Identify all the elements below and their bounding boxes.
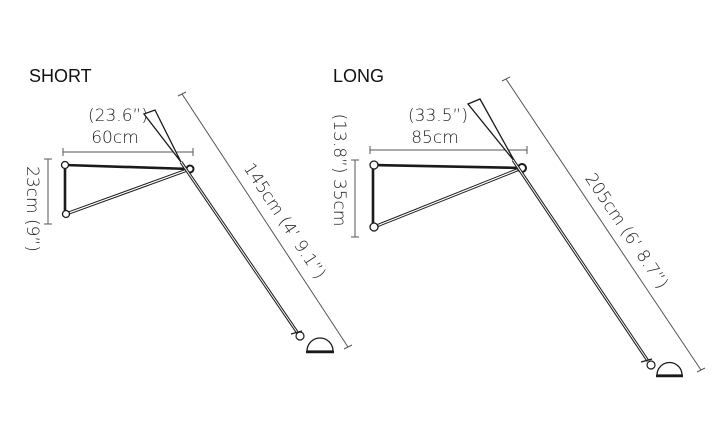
- long-arm-pole: [511, 159, 650, 362]
- long-width-dimension-line: [369, 146, 528, 154]
- long-lamp-head: [640, 358, 683, 378]
- long-variant: LONG (33.5”) 85cm (13.8”) 35cm: [329, 66, 706, 378]
- long-counterweight: [466, 98, 516, 163]
- short-lamp-head: [290, 330, 334, 354]
- long-length-label: 205cm (6’ 8.7”): [580, 170, 671, 293]
- long-width-inches: (33.5”): [408, 106, 468, 126]
- long-height-dimension-line: [351, 159, 359, 238]
- short-length-dimension-line: [177, 91, 353, 350]
- long-wall-bracket: [369, 160, 527, 232]
- short-title: SHORT: [29, 66, 92, 86]
- short-height-dimension-line: [44, 158, 52, 225]
- short-counterweight: [142, 109, 182, 163]
- short-arm-pole: [179, 161, 299, 333]
- long-width-cm: 85cm: [411, 128, 459, 148]
- long-height-label: (13.8”) 35cm: [329, 114, 349, 227]
- long-length-dimension-line: [501, 76, 706, 373]
- long-title: LONG: [333, 66, 384, 86]
- short-width-dimension-line: [62, 148, 194, 156]
- short-wall-bracket: [60, 160, 195, 219]
- short-height-label: 23cm (9”): [22, 166, 42, 252]
- short-variant: SHORT (23.6”) 60cm 23cm (9”): [22, 66, 353, 354]
- short-width-inches: (23.6”): [88, 106, 148, 126]
- short-width-cm: 60cm: [91, 128, 139, 148]
